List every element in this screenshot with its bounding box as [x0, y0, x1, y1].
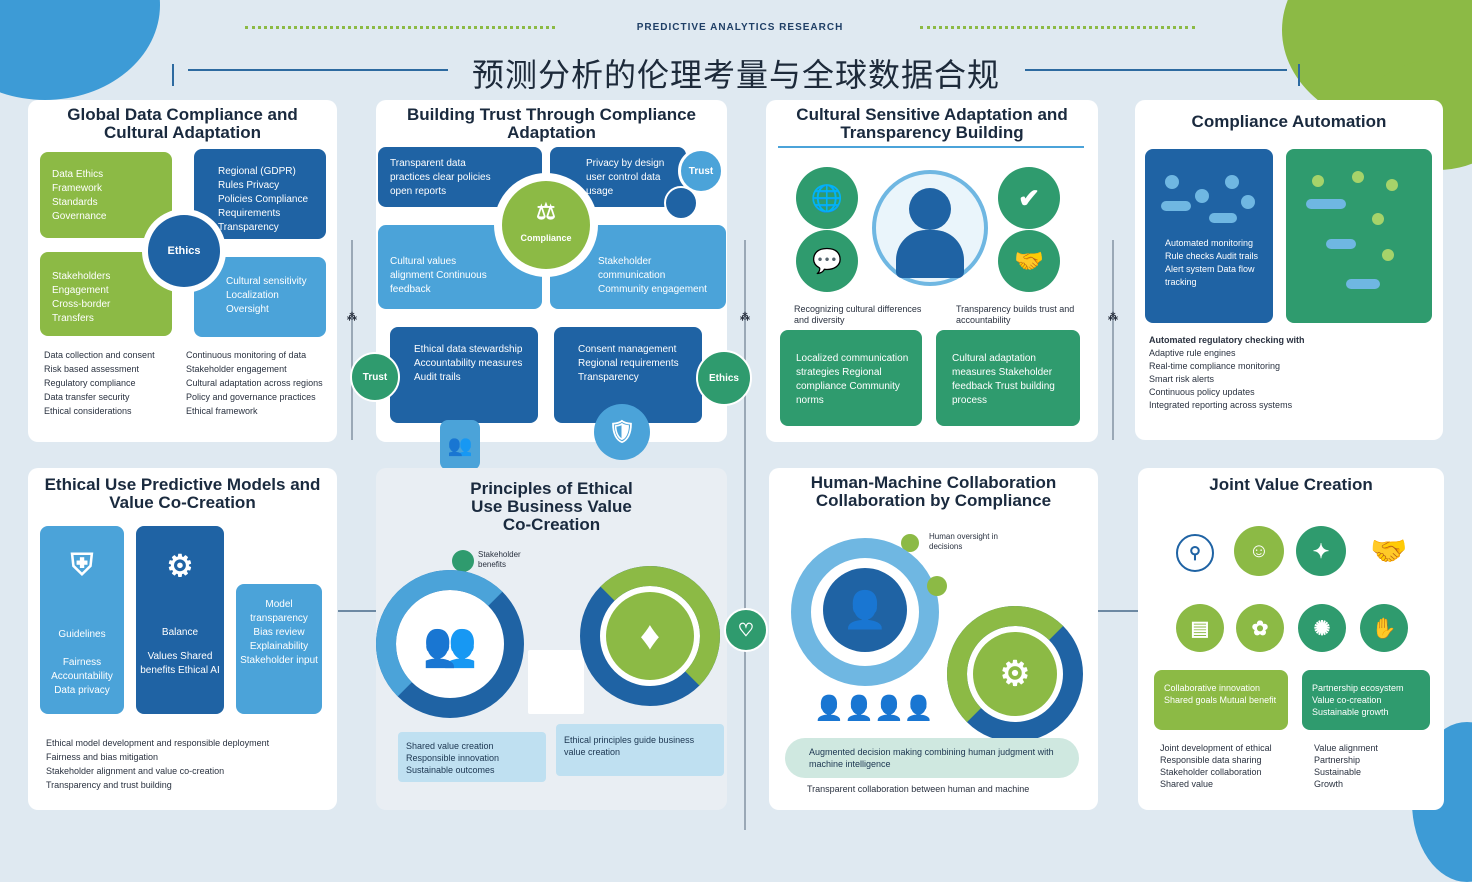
automation-box: Automated monitoring Rule checks Audit t… [1145, 149, 1273, 323]
panel-title: Human-Machine Collaboration Collaboratio… [810, 473, 1057, 510]
person-head-icon [909, 188, 951, 230]
header-dotted-line-right [920, 26, 1195, 29]
info-box: Collaborative innovation Shared goals Mu… [1154, 670, 1288, 730]
panel-global-data-compliance: Global Data Compliance and Cultural Adap… [28, 100, 337, 442]
human-icon: 👤 [823, 568, 907, 652]
shield-check-icon: ✔ [998, 167, 1060, 229]
trust-bubble: Trust [678, 148, 724, 194]
figures-icon: 👥 [440, 420, 480, 470]
connector-line [744, 240, 746, 830]
panel-title: Compliance Automation [1191, 112, 1387, 131]
panel-principles-of-ethical-use: Principles of Ethical Use Business Value… [376, 468, 727, 810]
dot-bubble [664, 186, 698, 220]
notes-list: Ethical model development and responsibl… [46, 738, 270, 790]
tag-label: Human oversight in decisions [929, 532, 998, 551]
tag-icon [452, 550, 474, 572]
link-dot-icon [927, 576, 947, 596]
handshake-icon: 🤝 [998, 230, 1060, 292]
info-box: Localized communication strategies Regio… [780, 330, 922, 426]
note-right: Transparency builds trust and accountabi… [956, 304, 1075, 325]
panel-title: Principles of Ethical Use Business Value… [470, 479, 633, 534]
transparency-box: Model transparency Bias review Explainab… [236, 584, 322, 714]
notes-list-right: Continuous monitoring of data Stakeholde… [186, 350, 323, 416]
header-subtitle: PREDICTIVE ANALYTICS RESEARCH [636, 22, 844, 33]
panel-title: Cultural Sensitive Adaptation and Transp… [796, 105, 1068, 142]
link-icon: ⁂ [1108, 311, 1118, 323]
people-network-icon: 👥 [422, 620, 478, 669]
team-icon: ☺ [1234, 526, 1284, 576]
panel-ethical-use-predictive-models: Ethical Use Predictive Models and Value … [28, 468, 337, 810]
info-box: Stakeholder communication Community enga… [550, 225, 726, 309]
panel-cultural-sensitive-adaptation: Cultural Sensitive Adaptation and Transp… [766, 100, 1098, 442]
panel-title: Building Trust Through Compliance Adapta… [407, 105, 696, 142]
title-line-right [1025, 69, 1287, 71]
shield-person-icon: ⛨ [70, 549, 94, 582]
network-icon: ⚙ [166, 549, 194, 583]
machine-icon: ⚙ [973, 632, 1057, 716]
panel-compliance-automation: Compliance Automation Automated monitori… [1135, 100, 1443, 440]
info-box: Cultural adaptation measures Stakeholder… [936, 330, 1080, 426]
notes-list-left: Joint development of ethical Responsible… [1160, 743, 1272, 789]
partner-icon: ✋ [1360, 604, 1408, 652]
globe-icon: 🌐 [796, 167, 858, 229]
info-box: Cultural sensitivity Localization Oversi… [194, 257, 326, 337]
tag-icon [901, 534, 919, 552]
growth-icon: ✿ [1236, 604, 1284, 652]
people-group-icon: 👤👤👤👤 [814, 694, 934, 722]
info-box: Ethical data stewardship Accountability … [390, 327, 538, 423]
title-line-left [188, 69, 448, 71]
guidelines-box: ⛨ Guidelines Fairness Accountability Dat… [40, 526, 124, 714]
collaboration-bar: Augmented decision making combining huma… [785, 738, 1079, 778]
title-tick-left [172, 64, 174, 86]
note: Transparent collaboration between human … [807, 784, 1030, 794]
info-box: Data Ethics Framework Standards Governan… [40, 152, 172, 238]
search-icon: ⚲ [1176, 534, 1214, 572]
connector-line [1098, 610, 1138, 612]
panel-title: Joint Value Creation [1209, 475, 1373, 494]
handshake-icon: 🤝 [1370, 534, 1408, 568]
info-box: Partnership ecosystem Value co-creation … [1302, 670, 1430, 730]
divider [778, 146, 1084, 148]
title-tick-right [1298, 64, 1300, 86]
connector-card [528, 650, 584, 714]
chat-icon: 💬 [796, 230, 858, 292]
link-icon: ⁂ [740, 311, 750, 323]
connector-line [351, 240, 353, 440]
brain-icon: ✺ [1298, 604, 1346, 652]
header-dotted-line-left [245, 26, 555, 29]
balance-box: ⚙ Balance Values Shared benefits Ethical… [136, 526, 224, 714]
document-icon: ▤ [1176, 604, 1224, 652]
tag-label: Stakeholder benefits [478, 550, 521, 569]
shield-icon: 🛡 [594, 404, 650, 460]
panel-building-trust: Building Trust Through Compliance Adapta… [376, 100, 727, 442]
trust-side-bubble: Trust [350, 352, 400, 402]
compliance-icon: Compliance ⚖ [502, 181, 590, 269]
notes-list-right: Value alignment Partnership Sustainable … [1314, 743, 1378, 789]
idea-icon: ✦ [1296, 526, 1346, 576]
panel-title: Global Data Compliance and Cultural Adap… [67, 105, 298, 142]
info-box: Ethical principles guide business value … [556, 724, 724, 776]
info-box: Shared value creation Responsible innova… [398, 732, 546, 782]
link-icon: ⁂ [347, 311, 357, 323]
panel-joint-value-creation: Joint Value Creation ⚲ ☺ ✦ 🤝 ▤ ✿ ✺ ✋ Col… [1138, 468, 1444, 810]
notes-list-left: Data collection and consent Risk based a… [44, 350, 155, 416]
decor-blob-top-left [0, 0, 160, 100]
info-box: Privacy by design user control data usag… [550, 147, 686, 207]
info-box: Regional (GDPR) Rules Privacy Policies C… [194, 149, 326, 239]
page-title: 预测分析的伦理考量与全球数据合规 [471, 57, 1000, 93]
connector-line [1112, 240, 1114, 440]
person-body-icon [896, 230, 964, 278]
heart-hand-icon: ♡ [724, 608, 768, 652]
panel-title: Ethical Use Predictive Models and Value … [44, 475, 321, 512]
team-icon: Ethics [148, 215, 220, 287]
connector-line [338, 610, 378, 612]
notes-list: Automated regulatory checking with Adapt… [1149, 335, 1305, 410]
network-box [1286, 149, 1432, 323]
panel-human-machine-collaboration: Human-Machine Collaboration Collaboratio… [769, 468, 1098, 810]
ethics-side-bubble: Ethics [696, 350, 752, 406]
note-left: Recognizing cultural differences and div… [794, 304, 922, 325]
value-icon: ♦ [606, 592, 694, 680]
